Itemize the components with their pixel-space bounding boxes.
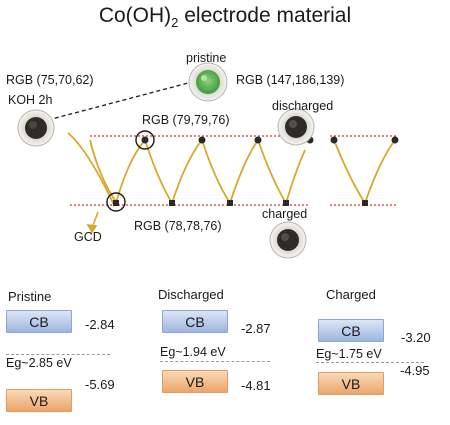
label-charged: charged [262, 207, 308, 221]
marker-top-5 [330, 136, 338, 144]
highlight-charged-point [106, 192, 126, 212]
gcd-arrow [86, 211, 99, 234]
discharged-cb-value: -2.87 [241, 321, 271, 336]
gcd-curve-5 [171, 139, 203, 204]
charged-divider [316, 362, 424, 363]
label-rgb-initial: RGB (75,70,62) [6, 73, 94, 87]
gcd-curve-9 [285, 149, 306, 204]
discharged-cb-label: CB [185, 313, 205, 330]
pristine-cb-value: -2.84 [85, 317, 115, 332]
gcd-curve-6 [201, 139, 231, 204]
pristine-vb-value: -5.69 [85, 377, 115, 392]
marker-bottom-4 [283, 200, 289, 206]
marker-bottom-5 [362, 200, 368, 206]
gcd-curve-8 [257, 139, 287, 204]
discharged-bandgap: Eg~1.94 eV [160, 345, 226, 359]
highlight-discharged-point [135, 130, 155, 150]
gcd-curve-3 [115, 139, 146, 204]
cycle-markers [113, 136, 399, 206]
sample-charged-photo [269, 221, 307, 259]
marker-top-2 [198, 136, 206, 144]
sample-discharged-photo [277, 108, 315, 146]
pristine-cb-label: CB [29, 313, 49, 330]
charged-vb-band: VB [318, 372, 384, 395]
discharged-vb-band: VB [162, 370, 228, 393]
charged-bandgap: Eg~1.75 eV [316, 347, 382, 361]
gcd-curve-4 [144, 139, 173, 204]
gcd-curve-11 [364, 139, 396, 204]
gcd-curve-10 [333, 139, 366, 204]
discharged-vb-label: VB [185, 373, 205, 390]
pristine-divider [6, 354, 110, 355]
pristine-bandgap: Eg~2.85 eV [6, 356, 72, 370]
sample-link-line [47, 81, 193, 121]
marker-top-3 [254, 136, 262, 144]
pristine-vb-band: VB [6, 389, 72, 412]
charged-vb-label: VB [341, 375, 361, 392]
label-rgb-charged: RGB (78,78,76) [134, 219, 222, 233]
gcd-curves [67, 132, 396, 206]
panel-pristine-title: Pristine [8, 289, 52, 304]
panel-discharged-title: Discharged [158, 287, 224, 302]
discharged-cb-band: CB [162, 310, 228, 333]
panel-charged-title: Charged [326, 287, 376, 302]
pristine-vb-label: VB [29, 392, 49, 409]
sample-pristine-photo [188, 62, 228, 102]
marker-bottom-1 [113, 200, 119, 206]
gcd-curve-1 [67, 132, 115, 206]
charged-cb-value: -3.20 [401, 330, 431, 345]
charged-cb-label: CB [341, 322, 361, 339]
charged-vb-value: -4.95 [400, 363, 430, 378]
pristine-cb-band: CB [6, 310, 72, 333]
marker-bottom-2 [169, 200, 175, 206]
label-gcd: GCD [74, 230, 102, 244]
marker-top-6 [391, 136, 399, 144]
gcd-curve-7 [229, 139, 259, 204]
discharged-divider [160, 361, 270, 362]
sample-initial-photo [17, 109, 55, 147]
marker-bottom-3 [227, 200, 233, 206]
charged-cb-band: CB [318, 319, 384, 342]
label-rgb-discharged: RGB (79,79,76) [142, 113, 230, 127]
label-discharged: discharged [272, 99, 334, 113]
label-pristine: pristine [186, 51, 227, 65]
diagram-title: Co(OH)2 electrode material [98, 4, 352, 31]
label-koh: KOH 2h [8, 93, 53, 107]
label-rgb-pristine: RGB (147,186,139) [236, 73, 345, 87]
discharged-vb-value: -4.81 [241, 378, 271, 393]
marker-top-1 [141, 136, 149, 144]
gcd-curve-2 [89, 139, 118, 204]
